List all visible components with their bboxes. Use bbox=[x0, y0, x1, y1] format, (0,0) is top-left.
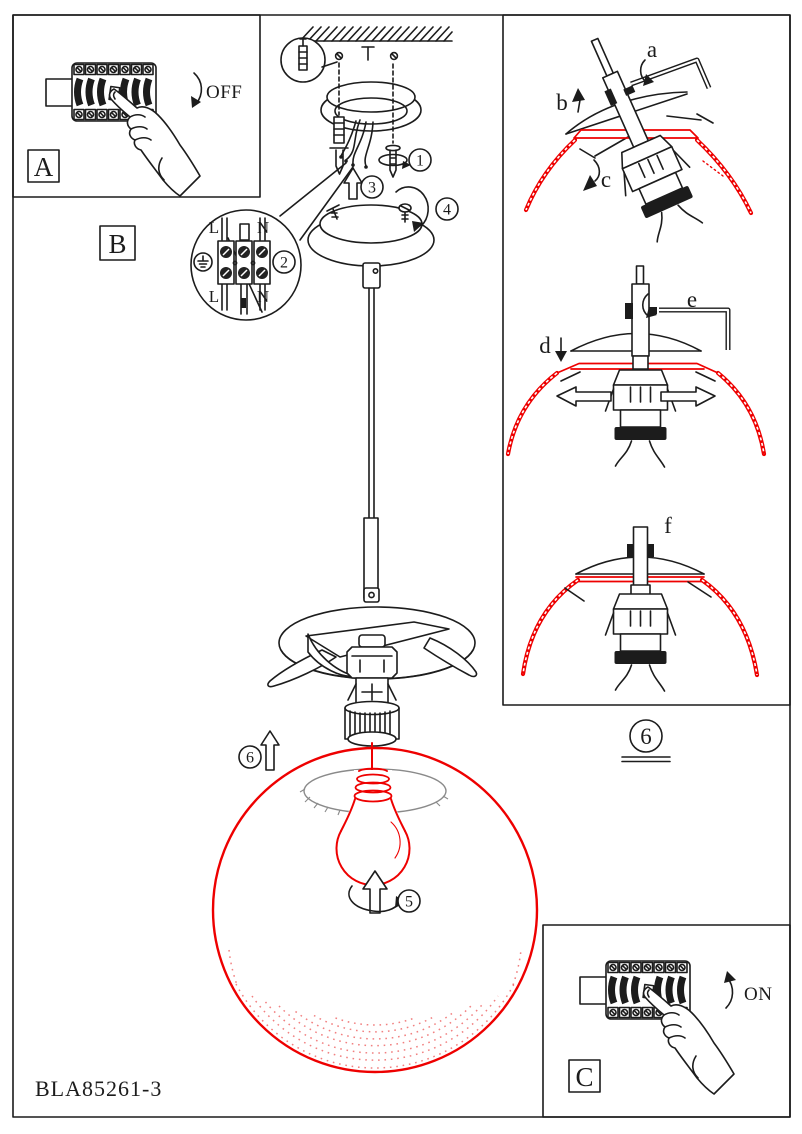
substep-a-label: a bbox=[647, 37, 657, 62]
hex-key-a bbox=[630, 57, 712, 89]
rotate-arc-e bbox=[641, 293, 649, 317]
terminal-leader-lines bbox=[279, 162, 354, 241]
lift-arrow-b bbox=[577, 99, 581, 113]
terminal-l-top: L bbox=[209, 218, 219, 237]
panel-a-letterbox bbox=[27, 149, 60, 183]
step1-number: 1 bbox=[416, 153, 424, 170]
terminal-n-top: N bbox=[257, 218, 269, 237]
terminal-blocks bbox=[217, 240, 271, 285]
socket-stack bbox=[344, 634, 400, 747]
substep-abc: a b c bbox=[523, 37, 754, 248]
spread-arrow-right bbox=[660, 386, 716, 407]
fixing-screw-left bbox=[329, 62, 349, 175]
off-label: OFF bbox=[206, 82, 242, 103]
light-bulb bbox=[335, 767, 411, 886]
cord-grip bbox=[362, 262, 381, 289]
panel6-number-circle bbox=[629, 719, 663, 753]
panel-a-border bbox=[12, 14, 261, 198]
globe-stipple bbox=[228, 949, 522, 1069]
step5-number: 5 bbox=[405, 894, 413, 911]
ceiling-hatch bbox=[299, 26, 453, 42]
glass-globe: 5 bbox=[211, 742, 539, 1074]
step6-insert: 6 bbox=[238, 730, 280, 771]
panel-c: ON C bbox=[568, 961, 772, 1094]
terminal-n-bottom: N bbox=[257, 287, 269, 306]
step4-number: 4 bbox=[443, 202, 451, 219]
shade-assembly bbox=[267, 606, 478, 747]
rod-socket-tilted bbox=[590, 37, 714, 248]
panel-c-letterbox bbox=[568, 1059, 601, 1093]
detail-panel-border bbox=[502, 14, 791, 706]
step4-rotate-arrow bbox=[395, 186, 429, 227]
step6-number: 6 bbox=[246, 750, 254, 767]
on-label: ON bbox=[744, 984, 772, 1005]
terminal-detail: 2 L N L N bbox=[190, 209, 302, 321]
panel-c-border bbox=[542, 924, 791, 1118]
step5-number-circle bbox=[397, 889, 421, 913]
rotate-ellipse-arrow bbox=[378, 153, 408, 167]
panel-a-letter: A bbox=[34, 152, 54, 182]
mains-wires bbox=[339, 119, 374, 169]
threaded-collar bbox=[344, 700, 400, 747]
step4-number-circle bbox=[435, 197, 459, 221]
pendant-rod bbox=[363, 287, 380, 603]
spread-arrow-left bbox=[556, 386, 612, 407]
canopy: 4 bbox=[307, 186, 459, 289]
earth-symbol bbox=[193, 252, 213, 272]
panel6-number: 6 bbox=[640, 724, 652, 749]
terminal-l-bottom: L bbox=[209, 287, 219, 306]
step2-number-circle bbox=[272, 250, 296, 274]
substep-de: d e bbox=[505, 265, 767, 468]
substep-d-label: d bbox=[539, 333, 551, 358]
on-motion-arrowhead bbox=[724, 971, 736, 983]
canopy-screw-left bbox=[326, 204, 340, 220]
panel-b-letter: B bbox=[108, 229, 126, 259]
wall-anchor-detail bbox=[280, 37, 338, 83]
globe-outline bbox=[211, 746, 539, 1074]
substep-f-label: f bbox=[664, 513, 672, 538]
step3-lift-arrow: 3 bbox=[343, 167, 384, 200]
substep-b-label: b bbox=[556, 90, 568, 115]
panel-b-letterbox bbox=[99, 225, 136, 261]
off-motion-arrowhead bbox=[191, 96, 201, 108]
model-number: BLA85261-3 bbox=[35, 1076, 162, 1101]
substep-e-label: e bbox=[687, 287, 697, 312]
detail-panel: a b c d bbox=[505, 37, 767, 763]
swing-arrow-c bbox=[593, 159, 601, 182]
step6-number-circle bbox=[238, 745, 262, 769]
shade-hanger bbox=[363, 587, 380, 603]
step3-number-circle bbox=[360, 175, 384, 199]
step1-number-circle bbox=[408, 148, 432, 172]
substep-c-label: c bbox=[601, 167, 611, 192]
panel-c-letter: C bbox=[575, 1062, 593, 1092]
shade-fin-right bbox=[423, 637, 478, 678]
ceiling-mount: 1 3 bbox=[279, 26, 453, 241]
step3-number: 3 bbox=[368, 180, 376, 197]
canopy-screw-right bbox=[398, 203, 412, 223]
hex-key-e bbox=[659, 307, 731, 350]
detail-panel-caption: 6 bbox=[621, 719, 671, 763]
fixing-screw-right-step1: 1 bbox=[378, 63, 432, 178]
substep-f: f bbox=[520, 513, 760, 692]
step5-screw-arrow: 5 bbox=[348, 870, 421, 914]
panel-a: OFF A bbox=[27, 63, 242, 196]
step2-number: 2 bbox=[280, 255, 288, 272]
